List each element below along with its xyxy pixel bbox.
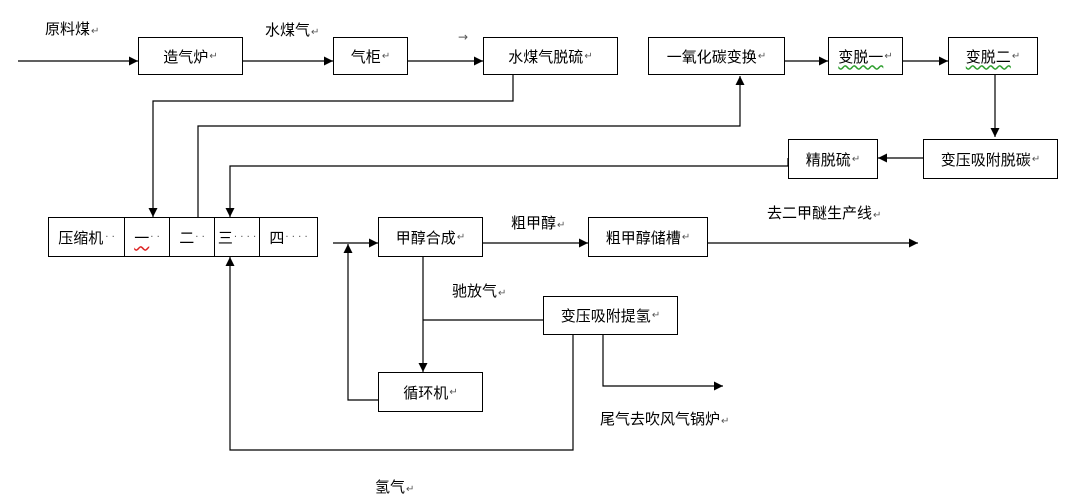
- line-hydrogen-return: [225, 257, 574, 451]
- compressor-stage-1: 一· ·: [124, 218, 169, 256]
- gasholder-box: 气柜↵: [333, 37, 408, 75]
- compressor-stage-4: 四· · · ·: [259, 218, 317, 256]
- label-hydrogen: 氢气↵: [375, 478, 415, 496]
- water-gas-desulfur-box: 水煤气脱硫↵: [483, 37, 618, 75]
- arrow-tail-gas: [602, 335, 723, 391]
- co-shift-box: 一氧化碳变换↵: [648, 37, 785, 75]
- gasifier-box: 造气炉↵: [138, 37, 243, 75]
- label-to-dme-line: 去二甲醚生产线↵: [767, 204, 882, 222]
- label-water-gas: 水煤气↵: [265, 21, 320, 39]
- line-circulator-loop: [343, 244, 378, 401]
- psa-hydrogen-box: 变压吸附提氢↵: [543, 296, 678, 335]
- label-purge-gas: 驰放气↵: [452, 282, 507, 300]
- label-tail-gas: 尾气去吹风气锅炉↵: [600, 410, 730, 428]
- small-arrow-mark: →: [458, 30, 469, 44]
- compressor-stage-2: 二· ·: [169, 218, 214, 256]
- circulator-box: 循环机↵: [378, 372, 483, 412]
- compressor-name-cell: 压缩机· ·: [58, 228, 115, 247]
- line-fine-desulfur-to-compressor: [225, 158, 789, 217]
- label-crude-methanol: 粗甲醇↵: [511, 214, 566, 232]
- shift-desulfur-2-box: 变脱二↵: [948, 37, 1038, 75]
- fine-desulfur-box: 精脱硫↵: [788, 139, 878, 179]
- label-raw-coal: 原料煤↵: [45, 20, 100, 38]
- psa-decarb-box: 变压吸附脱碳↵: [923, 139, 1058, 179]
- methanol-synthesis-box: 甲醇合成↵: [378, 217, 483, 257]
- crude-methanol-tank-box: 粗甲醇储槽↵: [588, 217, 708, 257]
- line-compressor-to-coshift: [197, 76, 745, 217]
- line-desulfur-to-compressor: [148, 75, 514, 217]
- compressor-box: 压缩机· · 一· · 二· · 三· · · · 四· · · ·: [48, 217, 318, 257]
- shift-desulfur-1-box: 变脱一↵: [828, 37, 903, 75]
- compressor-stage-3: 三· · · ·: [214, 218, 259, 256]
